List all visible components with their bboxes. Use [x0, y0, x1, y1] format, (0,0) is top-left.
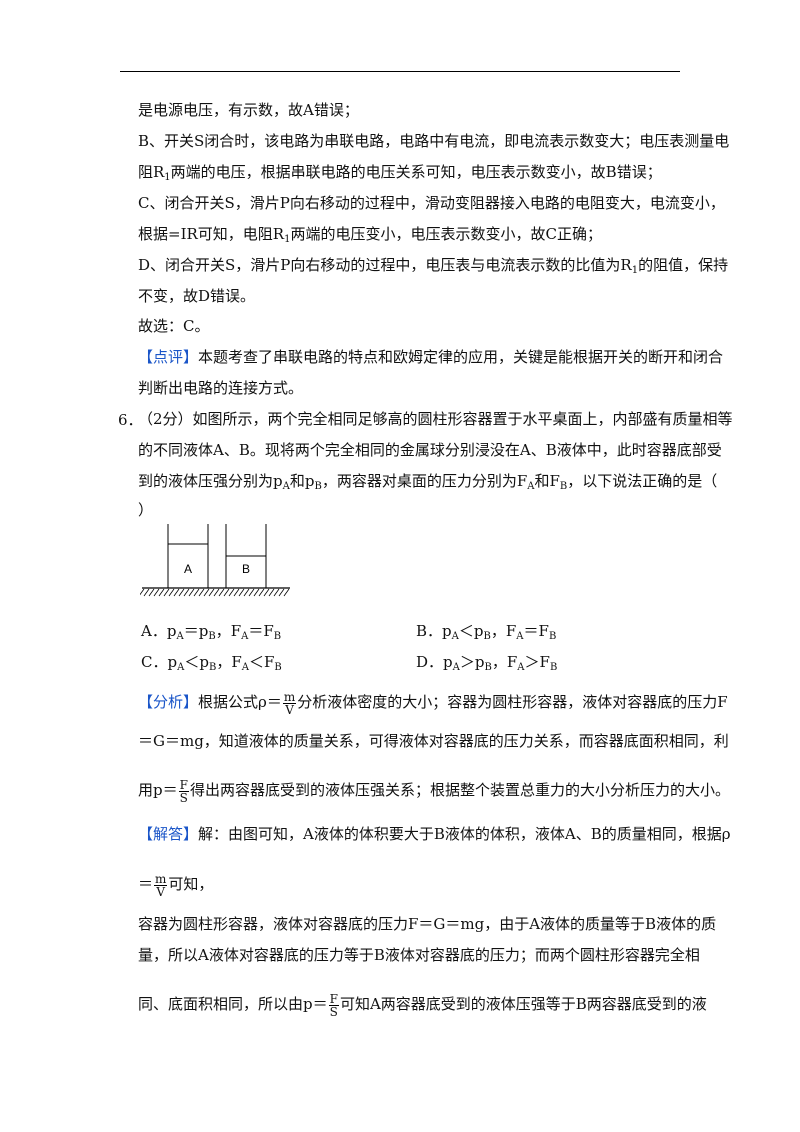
review-tag: 【点评】	[138, 348, 199, 366]
question-stem: ）	[138, 501, 154, 519]
question-number: 6．	[118, 411, 143, 429]
question-stem: （2分）如图所示，两个完全相同足够高的圆柱形容器置于水平桌面上，内部盛有质量相等	[138, 410, 733, 428]
solution-tag: 【解答】	[138, 825, 199, 843]
header-rule	[120, 71, 680, 72]
text-line: 容器为圆柱形容器，液体对容器底的压力F＝G＝mg，由于A液体的质量等于B液体的质	[138, 915, 717, 933]
text-line: 故选：C。	[138, 317, 210, 335]
text-line: 根据=IR可知，电阻R1两端的电压变小，电压表示数变小，故C正确；	[138, 225, 602, 245]
container-b	[225, 524, 267, 588]
text-line: ＝G＝mg，知道液体的质量关系，可得液体对容器底的压力关系，而容器底面积相同，利	[138, 732, 729, 750]
text-line: 不变，故D错误。	[138, 287, 256, 305]
text-line: D、闭合开关S，滑片P向右移动的过程中，电压表与电流表示数的比值为R1的阻值，保…	[138, 256, 729, 276]
containers-figure: A B	[140, 524, 290, 597]
option-b[interactable]: B．pA＜pB，FA＝FB	[416, 622, 557, 642]
text-line: 量，所以A液体对容器底的压力等于B液体对容器底的压力；而两个圆柱形容器完全相	[138, 946, 700, 964]
review-line: 【点评】本题考查了串联电路的特点和欧姆定律的应用，关键是能根据开关的断开和闭合	[138, 348, 724, 366]
question-stem: 的不同液体A、B。现将两个完全相同的金属球分别浸没在A、B液体中，此时容器底部受	[138, 441, 722, 459]
text-line: B、开关S闭合时，该电路为串联电路，电路中有电流，即电流表示数变大；电压表测量电	[138, 132, 730, 150]
option-a[interactable]: A．pA＝pB，FA＝FB	[141, 622, 282, 642]
question-stem: 到的液体压强分别为pA和pB，两容器对桌面的压力分别为FA和FB，以下说法正确的…	[138, 472, 718, 492]
text-line: C、闭合开关S，滑片P向右移动的过程中，滑动变阻器接入电路的电阻变大，电流变小，	[138, 194, 725, 212]
option-d[interactable]: D．pA＞pB，FA＞FB	[416, 653, 558, 673]
container-a	[167, 524, 209, 588]
text-line: 阻R1两端的电压，根据串联电路的电压关系可知，电压表示数变小，故B错误；	[138, 163, 662, 183]
text-line: 是电源电压，有示数，故A错误；	[138, 101, 359, 119]
option-c[interactable]: C．pA＜pB，FA＜FB	[141, 653, 282, 673]
container-a-label: A	[184, 562, 192, 576]
table-hatching	[140, 588, 290, 597]
analysis-tag: 【分析】	[138, 693, 199, 711]
text-line: 判断出电路的连接方式。	[138, 379, 304, 397]
solution-line: 【解答】解：由图可知，A液体的体积要大于B液体的体积，液体A、B的质量相同，根据…	[138, 825, 731, 843]
container-b-label: B	[242, 562, 250, 576]
